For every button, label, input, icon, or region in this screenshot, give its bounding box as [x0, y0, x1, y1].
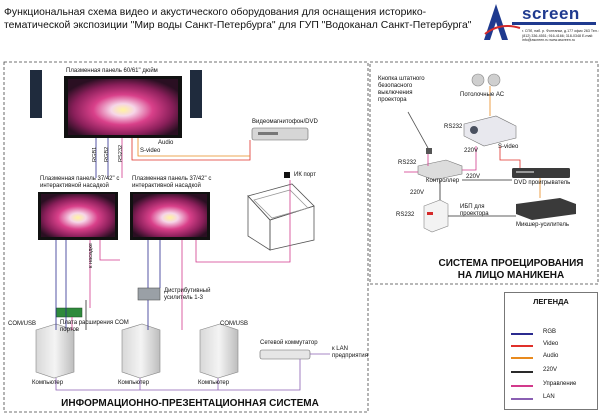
legend-item-video: Video: [511, 341, 593, 350]
ir-port-label: ИК порт: [294, 172, 317, 178]
speaker-left-icon: [30, 70, 42, 118]
expansion-board-label: Плата расширения COM портов: [60, 320, 129, 333]
page-title: Функциональная схема видео и акустическо…: [4, 7, 472, 31]
to-attachment-label: к насадке: [88, 243, 94, 268]
legend-item-audio: Audio: [511, 353, 593, 362]
computer-3-label: Компьютер: [198, 380, 230, 386]
left-section-title: ИНФОРМАЦИОННО-ПРЕЗЕНТАЦИОННАЯ СИСТЕМА: [61, 398, 319, 409]
legend-label: Audio: [543, 353, 559, 359]
rs232-c-label: RS232: [396, 212, 415, 218]
plasma-small-2-label: Плазменная панель 37/42" с интерактивной…: [132, 176, 212, 189]
rs232-b-label: RS232: [398, 160, 417, 166]
v220-a-label: 220V: [464, 148, 479, 154]
interactive-frame-icon: [247, 183, 315, 251]
legend-item-rgb: RGB: [511, 329, 593, 338]
legend-label: Video: [543, 341, 559, 347]
logo-word: screen: [522, 4, 580, 23]
com-usb-1-label: COM/USB: [8, 321, 37, 327]
logo-mark-icon: [484, 4, 596, 40]
s-video-right-label: S-video: [498, 144, 519, 150]
v220-c-label: 220V: [410, 190, 425, 196]
legend-label: Управление: [543, 381, 577, 387]
mixer-icon: [516, 198, 576, 220]
rs232-main-label: RS232: [118, 144, 124, 162]
projector-icon: [463, 115, 517, 147]
audio-label: Audio: [158, 140, 174, 146]
legend: ЛЕГЕНДА RGB Video Audio 220V Управление …: [504, 292, 598, 410]
rgb2-label: RGB2: [104, 146, 110, 162]
computer-2-label: Компьютер: [118, 380, 150, 386]
v220-b-label: 220V: [466, 174, 481, 180]
right-section-title-2: НА ЛИЦО МАНИКЕНА: [457, 270, 565, 281]
legend-swatch: [511, 357, 533, 359]
left-section-border: [3, 61, 369, 413]
left-wiring: [55, 138, 330, 391]
rgb1-label: RGB1: [92, 146, 98, 162]
legend-swatch: [511, 345, 533, 347]
vcr-icon: [251, 127, 309, 141]
s-video-label: S-video: [140, 148, 161, 154]
right-section-title-1: СИСТЕМА ПРОЕЦИРОВАНИЯ: [438, 258, 584, 269]
computer-1-label: Компьютер: [32, 380, 64, 386]
plasma-main-label: Плазменная панель 60/61" дюйм: [66, 68, 158, 74]
legend-swatch: [511, 371, 533, 373]
distributor-icon: [137, 287, 161, 301]
right-wiring: [404, 86, 541, 217]
controller-label: Контроллер: [426, 178, 460, 184]
legend-item-control: Управление: [511, 381, 593, 390]
legend-item-lan: LAN: [511, 394, 593, 403]
expansion-board-icon: [55, 307, 83, 318]
dvd-player-icon: [512, 168, 570, 178]
ceiling-speakers-icon: [471, 73, 501, 87]
legend-label: LAN: [543, 394, 555, 400]
legend-title: ЛЕГЕНДА: [533, 297, 569, 306]
plasma-small-1-label: Плазменная панель 37/42" с интерактивной…: [40, 176, 120, 189]
distributor-label: Дистрибутивный усилитель 1-3: [164, 288, 211, 301]
ceiling-speakers-label: Потолочные АС: [460, 92, 505, 98]
dvd-player-label: DVD проигрыватель: [514, 180, 571, 186]
ups-label: ИБП для проектора: [460, 204, 489, 217]
logo-contact: г. СПб, наб. р. Фонтанки, д.177 офис 263…: [522, 29, 599, 43]
switch-icon: [259, 349, 311, 360]
ups-icon: [423, 199, 449, 233]
switch-label: Сетевой коммутатор: [260, 340, 318, 346]
ir-port-icon: [284, 172, 290, 178]
legend-item-220v: 220V: [511, 367, 593, 376]
shutdown-button-icon: [426, 148, 432, 154]
lan-label: к LAN предприятия: [332, 346, 368, 359]
vcr-label: Видеомагнитофон/DVD: [252, 119, 318, 125]
shutdown-button-label: Кнопка штатного безопасного выключения п…: [378, 76, 425, 103]
mixer-label: Микшер-усилитель: [516, 222, 570, 228]
com-usb-2-label: COM/USB: [220, 321, 249, 327]
legend-swatch: [511, 333, 533, 335]
speaker-right-icon: [190, 70, 202, 118]
controller-icon: [417, 159, 463, 181]
legend-label: RGB: [543, 329, 557, 335]
legend-swatch: [511, 398, 533, 400]
rs232-a-label: RS232: [444, 124, 463, 130]
legend-swatch: [511, 385, 533, 387]
legend-label: 220V: [543, 367, 558, 373]
computer-3-icon: [199, 323, 239, 379]
logo: screen г. СПб, наб. р. Фонтанки, д.177 о…: [482, 2, 599, 52]
computer-2-icon: [121, 323, 161, 379]
